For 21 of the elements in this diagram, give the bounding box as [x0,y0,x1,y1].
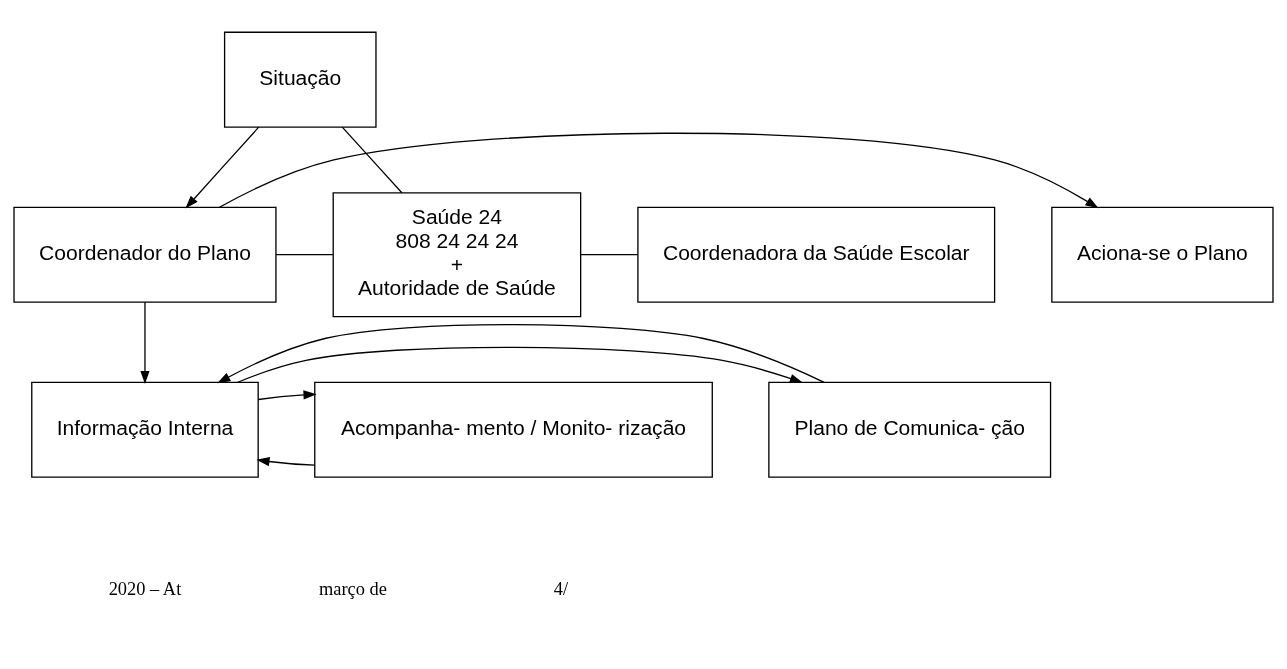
connector [580,253,639,255]
connector [341,126,403,193]
node-box: Situação [223,31,377,128]
node-box: Coordenadora da Saúde Escolar [637,206,996,303]
arrow [218,132,1099,208]
node-box: Coordenador do Plano [13,206,277,303]
node-box: Saúde 24 808 24 24 24 + Autoridade de Saúde [332,191,582,317]
label: 4/ [553,578,569,599]
arrow [256,456,316,466]
node-box: Plano de Comunica- ção [768,381,1052,478]
node-box: Aciona-se o Plano [1051,206,1274,303]
node-box: Acompanha- mento / Monito- rização [314,381,713,478]
arrow [140,301,150,384]
node-box: Informação Interna [31,381,259,478]
arrow [217,323,825,383]
label: 2020 – At [108,578,182,599]
arrow [257,389,317,400]
connector [275,253,334,255]
arrow [185,126,260,209]
arrow [237,346,803,383]
label: março de [318,578,387,599]
